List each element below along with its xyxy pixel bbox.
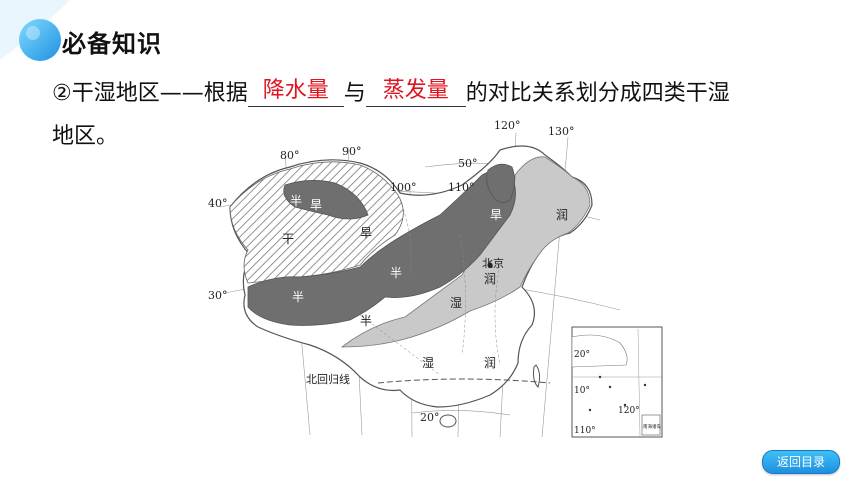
question-line-1: ②干湿地区——根据降水量与蒸发量的对比关系划分成四类干湿 <box>52 74 730 107</box>
line1-text-a: ②干湿地区——根据 <box>52 81 248 106</box>
semi-arid-region <box>247 170 516 326</box>
label-ban-1: 半 <box>290 194 302 208</box>
hainan-island <box>439 414 457 428</box>
south-china-sea-inset: 20° 10° 110° 120° 南海诸岛 <box>571 326 663 438</box>
arid-region <box>229 161 404 284</box>
label-shi-1: 湿 <box>450 295 462 310</box>
inset-lon-110: 110° <box>574 426 596 436</box>
lon-110: 110° <box>448 181 475 194</box>
label-shi-2: 湿 <box>422 355 434 370</box>
label-gan: 干 <box>282 232 294 246</box>
line1-text-c: 的对比关系划分成四类干湿 <box>465 81 730 106</box>
label-run-2: 润 <box>556 208 568 222</box>
lon-120: 120° <box>494 119 521 132</box>
lat-40: 40° <box>208 197 228 210</box>
label-ban-4: 半 <box>360 314 372 328</box>
label-han-3: 旱 <box>490 208 502 222</box>
question-line-2: 地区。 <box>52 124 119 149</box>
lon-90: 90° <box>342 145 362 158</box>
northeast-semi-arid <box>486 163 515 203</box>
label-han-1: 旱 <box>310 198 322 212</box>
lat-30: 30° <box>208 289 228 302</box>
tropic-of-cancer <box>377 378 551 384</box>
label-run-1: 润 <box>484 272 496 286</box>
tropic-label: 北回归线 <box>306 372 350 386</box>
lon-100: 100° <box>390 181 417 194</box>
answer-blank-1: 降水量 <box>247 74 344 107</box>
label-han-2: 旱 <box>360 226 372 240</box>
inset-lat-20: 20° <box>574 350 590 360</box>
answer-2: 蒸发量 <box>382 78 449 103</box>
answer-blank-2: 蒸发量 <box>365 74 466 107</box>
inset-lon-120: 120° <box>618 406 640 416</box>
label-ban-2: 半 <box>292 290 304 304</box>
back-to-contents-button[interactable]: 返回目录 <box>762 450 840 474</box>
beijing-marker <box>487 262 493 268</box>
lat-20: 20° <box>420 411 440 424</box>
inset-sea-label: 南海诸岛 <box>643 423 661 430</box>
lon-80: 80° <box>280 149 300 162</box>
china-dry-wet-regions-map: 北回归线 80° 90° 100° 110° 120° 130° 40° 30°… <box>208 119 663 438</box>
inset-lat-10: 10° <box>574 386 590 396</box>
answer-1: 降水量 <box>262 78 329 103</box>
province-boundaries <box>359 194 501 376</box>
header-decoration <box>0 0 70 61</box>
semi-arid-pocket <box>283 180 369 220</box>
line1-text-b: 与 <box>343 81 366 106</box>
lon-130: 130° <box>548 125 575 138</box>
taiwan-island <box>533 364 541 388</box>
beijing-label: 北京 <box>482 256 504 270</box>
semi-humid-region <box>340 156 591 348</box>
region-labels: 半 旱 干 旱 半 半 旱 润 湿 半 润 湿 润 <box>282 194 568 370</box>
label-run-3: 润 <box>484 356 496 370</box>
section-title: 必备知识 <box>62 30 162 58</box>
label-ban-3: 半 <box>390 266 402 280</box>
lat-50: 50° <box>458 157 478 170</box>
